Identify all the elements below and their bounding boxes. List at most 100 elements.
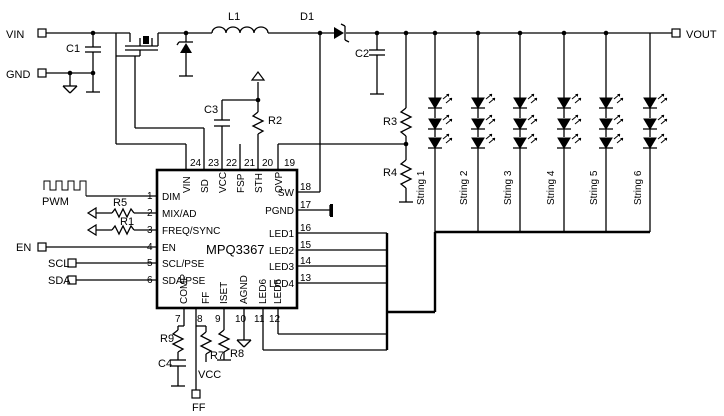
pin-number-21: 21: [244, 158, 256, 169]
r7-label: R7: [210, 350, 224, 362]
string-label-1: String 1: [416, 170, 427, 205]
pin-number-18: 18: [300, 182, 312, 193]
string-label-3: String 3: [503, 170, 514, 205]
pin-number-11: 11: [254, 314, 265, 325]
pin-name-fsp: FSP: [236, 173, 247, 193]
d1-label: D1: [300, 11, 314, 23]
r2-label: R2: [268, 115, 282, 127]
r9-label: R9: [160, 333, 174, 345]
resistor-r3: [399, 33, 413, 160]
gnd-terminal: [37, 68, 47, 78]
pin-number-15: 15: [300, 240, 312, 251]
chip-pin-labels: 1 DIM 2 MIX/AD 3 FREQ/SYNC 4 EN 5 SCL/PSE 6 SDA/PSE…: [147, 158, 312, 325]
gnd-label: GND: [6, 69, 31, 81]
pin-number-12: 12: [269, 314, 281, 325]
chip-mpq3367: [155, 168, 299, 310]
led-string-6: [643, 33, 668, 232]
pin-number-24: 24: [190, 158, 202, 169]
pin-number-4: 4: [147, 242, 153, 253]
pin-number-19: 19: [284, 158, 296, 169]
pin-number-6: 6: [147, 275, 153, 286]
pin-name-agnd: AGND: [239, 275, 250, 304]
pin-number-8: 8: [197, 314, 203, 325]
r8-label: R8: [230, 348, 244, 360]
pin-number-1: 1: [147, 191, 153, 202]
pin-number-9: 9: [215, 314, 221, 325]
pin-name-vcc: VCC: [218, 172, 229, 193]
pin-name-led4: LED4: [269, 279, 294, 290]
pin-name-pgnd: PGND: [265, 206, 294, 217]
capacitor-c4: [170, 359, 186, 387]
en-label: EN: [16, 242, 31, 254]
vin-terminal: [37, 28, 47, 38]
r4-label: R4: [383, 167, 397, 179]
chip-name: MPQ3367: [206, 242, 265, 257]
capacitor-c2: [369, 33, 385, 95]
resistor-r2: [251, 100, 265, 144]
pin-number-23: 23: [208, 158, 220, 169]
r5-label: R5: [113, 197, 127, 209]
pin-name-led5: LED5: [273, 279, 284, 304]
resistor-r8: [217, 329, 231, 361]
pin-number-5: 5: [147, 258, 153, 269]
clamp-diode: [176, 33, 193, 77]
vout-label: VOUT: [686, 29, 717, 41]
pin-name-sth: STH: [254, 173, 265, 193]
pin-name-led2: LED2: [269, 246, 294, 257]
led-string-1: [428, 33, 453, 232]
pin-name-sd: SD: [200, 179, 211, 193]
capacitor-c1: [85, 33, 101, 93]
pin-name-freq-sync: FREQ/SYNC: [162, 226, 220, 237]
pin-number-16: 16: [300, 223, 312, 234]
r3-label: R3: [383, 116, 397, 128]
led-string-2: [471, 33, 496, 232]
diode-d1: [334, 23, 350, 43]
pin-name-scl-pse: SCL/PSE: [162, 259, 205, 270]
pin-name-led1: LED1: [269, 229, 294, 240]
pin-number-3: 3: [147, 225, 153, 236]
pin-name-sw: SW: [278, 188, 295, 199]
pin-number-17: 17: [300, 200, 312, 211]
pin-name-ff: FF: [201, 292, 212, 304]
pin-name-led6: LED6: [258, 279, 269, 304]
pin-number-20: 20: [262, 158, 274, 169]
pin-name-iset: ISET: [219, 282, 230, 304]
led-string-3: [513, 33, 538, 232]
led-strings: [428, 33, 668, 232]
pin-name-led3: LED3: [269, 262, 294, 273]
pin-number-2: 2: [147, 208, 153, 219]
c3-label: C3: [204, 104, 218, 116]
resistor-r7: [199, 326, 213, 362]
pin-name-vin: VIN: [182, 176, 193, 193]
pin-name-ovp: OVP: [274, 172, 285, 193]
pin-name-sda-pse: SDA/PSE: [162, 276, 206, 287]
string-label-2: String 2: [459, 170, 470, 205]
string-label-4: String 4: [546, 170, 557, 205]
capacitor-c3: [214, 99, 258, 144]
r1-label: R1: [120, 216, 134, 228]
vin-label: VIN: [6, 29, 24, 41]
pin-number-22: 22: [226, 158, 238, 169]
scl-label: SCL: [48, 258, 69, 270]
string-label-6: String 6: [633, 170, 644, 205]
ff-label: FF: [192, 402, 206, 414]
pin-number-14: 14: [300, 256, 312, 267]
string-label-5: String 5: [589, 170, 600, 205]
string-labels: String 1 String 2 String 3 String 4 String 5…: [416, 170, 644, 205]
c2-label: C2: [355, 48, 369, 60]
resistor-r9: [171, 326, 185, 360]
vcc-ref-label: VCC: [198, 369, 221, 381]
inductor-l1: [211, 26, 269, 34]
vout-terminal: [671, 28, 681, 38]
c4-label: C4: [158, 358, 172, 370]
c1-label: C1: [66, 43, 80, 55]
pin-name-dim: DIM: [162, 192, 180, 203]
led-string-5: [599, 33, 624, 232]
pin-name-comp: COMP: [179, 274, 190, 304]
l1-label: L1: [228, 11, 240, 23]
sd-mosfet: [116, 33, 159, 57]
pwm-label: PWM: [42, 196, 69, 208]
pin-name-en: EN: [162, 243, 176, 254]
pin-name-mix-ad: MIX/AD: [162, 209, 196, 220]
